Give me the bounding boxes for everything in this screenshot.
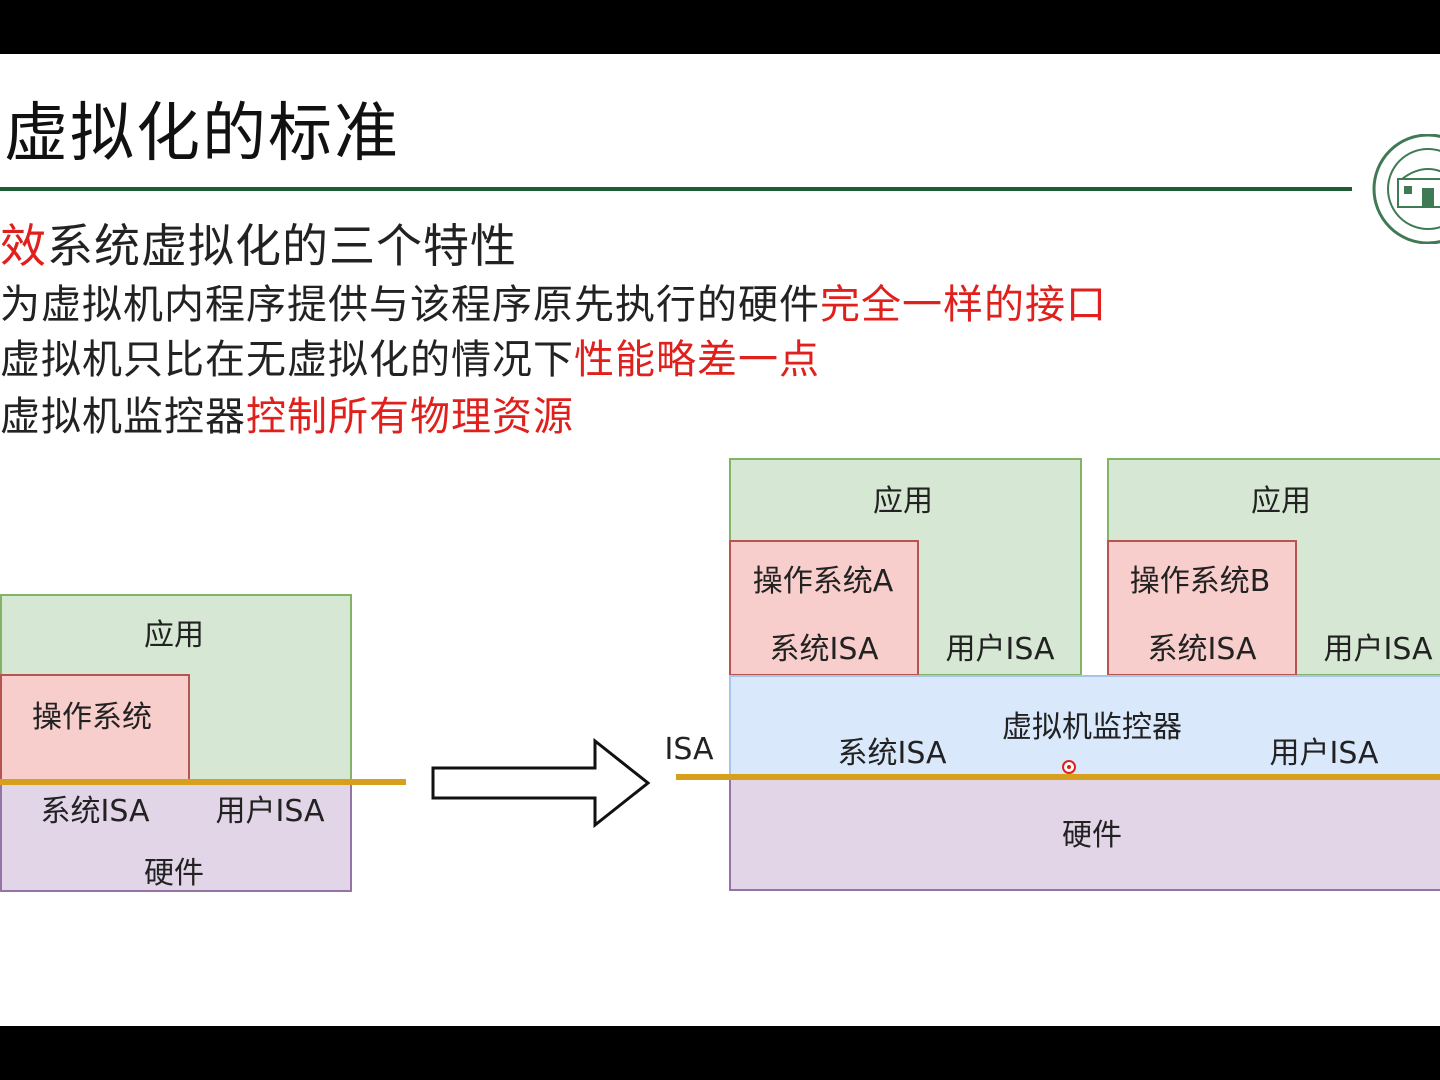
vm-b-user-isa-label: 用户ISA xyxy=(1323,632,1433,667)
vm-a-user-isa-label: 用户ISA xyxy=(945,632,1055,667)
vm-b-app-label: 应用 xyxy=(1251,484,1311,519)
bullet-text: 虚拟机只比在无虚拟化的情况下 xyxy=(0,337,574,383)
highlight-text: 效 xyxy=(0,219,47,273)
bullet-item: 虚拟机只比在无虚拟化的情况下性能略差一点 xyxy=(0,327,820,385)
hardware-label: 硬件 xyxy=(1062,818,1122,853)
bullet-item: 为虚拟机内程序提供与该程序原先执行的硬件完全一样的接口 xyxy=(0,272,1107,330)
transform-arrow-icon xyxy=(431,738,651,828)
hardware-layer xyxy=(0,780,352,892)
slide: 虚拟化的标准 效系统虚拟化的三个特性 为虚拟机内程序提供与该程序原先执行的硬件完… xyxy=(0,54,1440,1026)
bullet-heading: 效系统虚拟化的三个特性 xyxy=(0,210,517,276)
os-label: 操作系统 xyxy=(32,700,152,735)
bullet-text: 为虚拟机内程序提供与该程序原先执行的硬件 xyxy=(0,282,820,328)
highlight-text: 完全一样的接口 xyxy=(820,282,1107,328)
vmm-user-isa-label: 用户ISA xyxy=(1269,736,1379,771)
vm-b-os-layer xyxy=(1107,540,1297,676)
hardware-layer xyxy=(729,775,1440,891)
hardware-label: 硬件 xyxy=(144,856,204,891)
isa-boundary-line xyxy=(676,774,1440,780)
vmm-system-isa-label: 系统ISA xyxy=(837,736,947,771)
user-isa-label: 用户ISA xyxy=(215,794,325,829)
bullet-text: 系统虚拟化的三个特性 xyxy=(47,219,517,273)
bullet-text: 虚拟机监控器 xyxy=(0,394,246,440)
slide-title: 虚拟化的标准 xyxy=(4,97,400,171)
system-isa-label: 系统ISA xyxy=(40,794,150,829)
vm-a-os-label: 操作系统A xyxy=(752,564,894,599)
university-seal-logo xyxy=(1372,134,1440,244)
vm-b-os-label: 操作系统B xyxy=(1129,564,1271,599)
highlight-text: 性能略差一点 xyxy=(574,337,820,383)
vm-b-system-isa-label: 系统ISA xyxy=(1147,632,1257,667)
app-label: 应用 xyxy=(144,618,204,653)
laser-pointer-icon xyxy=(1062,760,1076,774)
isa-label: ISA xyxy=(664,732,714,767)
vm-a-system-isa-label: 系统ISA xyxy=(769,632,879,667)
vm-a-app-label: 应用 xyxy=(873,484,933,519)
os-layer xyxy=(0,674,190,782)
vmm-label: 虚拟机监控器 xyxy=(1002,710,1182,745)
highlight-text: 控制所有物理资源 xyxy=(246,394,574,440)
bullet-item: 虚拟机监控器控制所有物理资源 xyxy=(0,384,574,442)
isa-boundary-line xyxy=(0,779,406,785)
title-divider xyxy=(0,187,1352,191)
